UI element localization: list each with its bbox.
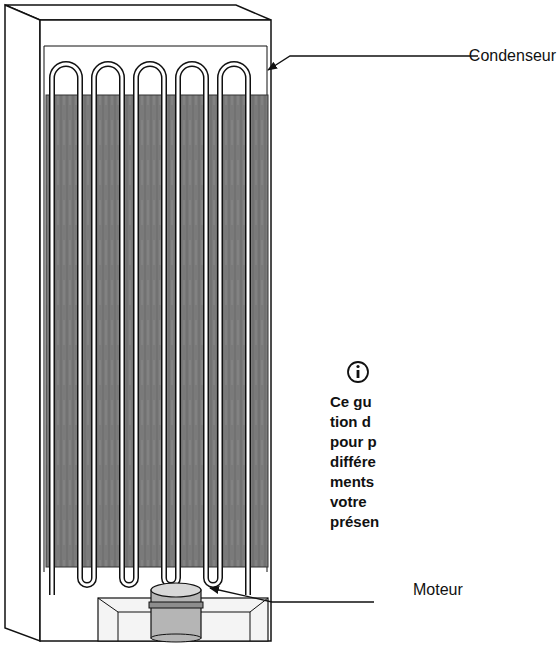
info-icon <box>348 362 368 382</box>
cabinet-top <box>5 5 271 20</box>
leader-line <box>210 588 374 602</box>
leader-line <box>268 56 478 70</box>
note-line: ments <box>330 473 374 491</box>
note-line: différe <box>330 453 376 471</box>
note-line: présen <box>330 513 379 531</box>
part-label: Condenseur <box>469 46 556 65</box>
frame-line <box>44 46 45 572</box>
part-label: Moteur <box>413 580 463 599</box>
note-line: Ce gu <box>330 393 372 411</box>
condenser-coil <box>52 64 248 595</box>
note-line: votre <box>330 493 367 511</box>
note-line: tion d <box>330 413 371 431</box>
note-line: pour p <box>330 433 377 451</box>
cabinet-back <box>40 20 271 641</box>
cabinet-side <box>5 5 40 641</box>
compressor-motor <box>149 583 203 642</box>
frame-line <box>44 46 267 47</box>
